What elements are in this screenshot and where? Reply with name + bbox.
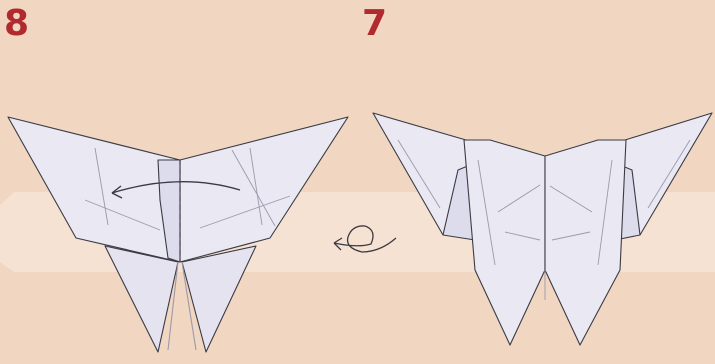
step-number-7: 7 — [362, 6, 387, 42]
step-8-lower-wing-right — [182, 246, 256, 352]
step-7-body-left — [464, 140, 545, 345]
step-7-body-right — [545, 140, 626, 345]
step-8-lower-wing-left — [105, 246, 178, 352]
step-number-8: 8 — [4, 6, 29, 42]
